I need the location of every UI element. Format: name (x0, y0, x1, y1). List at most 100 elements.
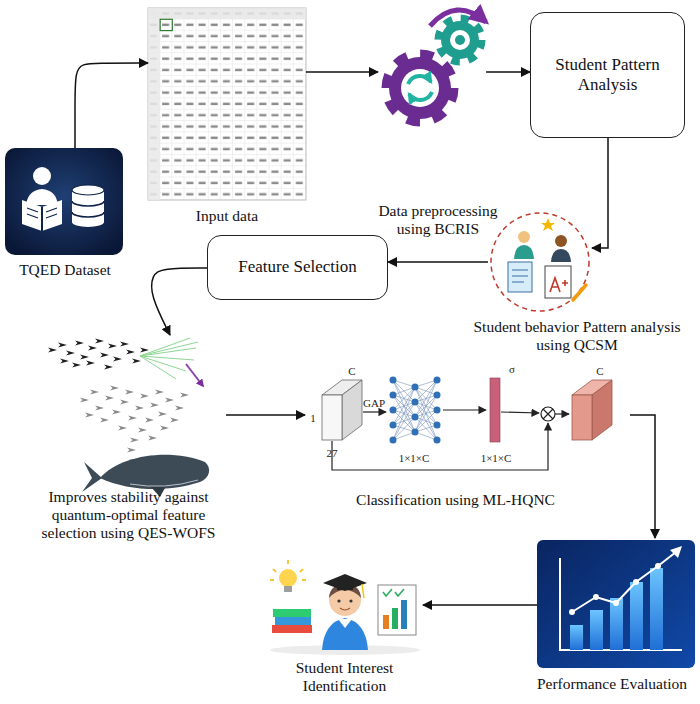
student-illustration (322, 618, 368, 650)
behavior-icon (491, 213, 589, 311)
se-block-illustration (543, 409, 553, 419)
student-illustration (338, 619, 352, 628)
whale-flock-illustration (127, 448, 136, 453)
performance-chart-icon (610, 598, 623, 650)
whale-flock-illustration (135, 406, 144, 411)
flow-arrow (630, 415, 655, 538)
performance-chart-icon (572, 552, 676, 612)
whale-flock-illustration (82, 462, 102, 492)
whale-flock-illustration (126, 350, 135, 355)
box-label: Student Pattern Analysis (541, 55, 674, 96)
icon-step: Input data (148, 8, 306, 230)
icon-step: Student behavior Pattern analysis using … (488, 210, 592, 355)
spreadsheet-image (148, 8, 306, 200)
student-illustration (378, 585, 416, 635)
figure-label: 1 (310, 413, 316, 424)
whale-flock-illustration (132, 359, 141, 364)
step-label: Improves stability against quantum-optim… (31, 488, 226, 541)
step-label: Classification using ML-HQNC (306, 491, 606, 509)
step-label: Performance Evaluation (527, 675, 697, 693)
performance-chart-icon (613, 600, 619, 606)
whale-flock-illustration (80, 398, 89, 403)
student-illustration (362, 584, 364, 598)
whale-flock-illustration (118, 426, 127, 431)
student-illustration (275, 617, 311, 625)
whale-flock-illustration (140, 338, 198, 379)
se-block-illustration (541, 407, 555, 421)
preprocessing-gears (441, 21, 479, 59)
behavior-icon (545, 266, 571, 298)
student-illustration (284, 586, 292, 592)
whale-flock-illustration (140, 348, 149, 353)
spreadsheet-image (148, 8, 306, 19)
whale-flock-illustration (120, 342, 129, 347)
whale-flock-illustration (80, 355, 89, 360)
figure-label: 1×1×C (481, 453, 512, 464)
whale-flock-illustration (145, 418, 154, 423)
se-block-illustration (393, 380, 437, 440)
whale-flock-illustration (100, 353, 109, 358)
whale-flock-illustration (60, 359, 69, 364)
whale-flock-illustration (155, 390, 164, 395)
behavior-icon (562, 280, 568, 286)
performance-chart-icon (670, 546, 682, 558)
student-illustration (270, 560, 420, 655)
flow-arrow (592, 138, 608, 248)
dataset-icon (72, 201, 104, 217)
se-block-illustration (412, 399, 419, 406)
student-illustration (383, 589, 404, 596)
se-block-illustration (342, 380, 362, 440)
dataset-icon (26, 189, 58, 205)
icon-step: TQED Dataset (5, 148, 125, 285)
se-block-illustration (332, 423, 548, 470)
se-block-illustration (434, 392, 441, 399)
performance-chart-icon (593, 594, 599, 600)
whale-flock-illustration (86, 361, 95, 366)
whale-flock-illustration (170, 418, 179, 423)
performance-chart-icon (570, 625, 583, 650)
dataset-icon (72, 217, 104, 227)
se-block-illustration (322, 377, 612, 471)
whale-flock-illustration (100, 418, 109, 423)
flow-arrow (152, 268, 207, 335)
whale-flock-illustration (140, 394, 149, 399)
se-block-illustration (572, 395, 592, 440)
whale-flock-illustration (160, 426, 169, 431)
student-illustration (392, 608, 398, 629)
process-box: Feature Selection (207, 235, 388, 300)
se-block-illustration (434, 422, 441, 429)
se-block-illustration (434, 377, 441, 384)
figure-label: 1×1×C (399, 453, 430, 464)
whale-flock-illustration (58, 343, 67, 348)
dataset-icon (72, 185, 104, 195)
performance-chart-icon (633, 579, 639, 585)
student-illustration (383, 615, 389, 629)
dataset-icon (5, 148, 123, 255)
whale-flock-illustration (108, 344, 117, 349)
dataset-icon (22, 200, 62, 231)
behavior-icon (555, 235, 567, 247)
icon-step: Performance Evaluation (537, 538, 695, 700)
whale-flock-illustration (85, 413, 94, 418)
behavior-icon (551, 249, 571, 262)
icon-step: Student Interest Identification (268, 555, 423, 697)
performance-chart-icon (560, 558, 682, 650)
se-block-illustration (390, 377, 441, 444)
figure-label: GAP (363, 398, 385, 409)
whale-flock-illustration (95, 406, 104, 411)
whale-flock-illustration (88, 346, 97, 351)
flow-arrow (75, 63, 148, 148)
se-block-illustration (390, 407, 397, 414)
student-illustration (323, 574, 367, 591)
preprocessing-gears (387, 10, 486, 121)
spreadsheet-image (160, 19, 172, 30)
behavior-icon (491, 213, 589, 311)
figure-label: C (348, 366, 355, 377)
performance-chart-icon (569, 563, 661, 615)
whale-flock-illustration (48, 338, 209, 497)
se-block-illustration (412, 429, 419, 436)
student-illustration (279, 569, 297, 587)
figure-label: σ (509, 364, 515, 375)
performance-chart-icon (569, 609, 575, 615)
